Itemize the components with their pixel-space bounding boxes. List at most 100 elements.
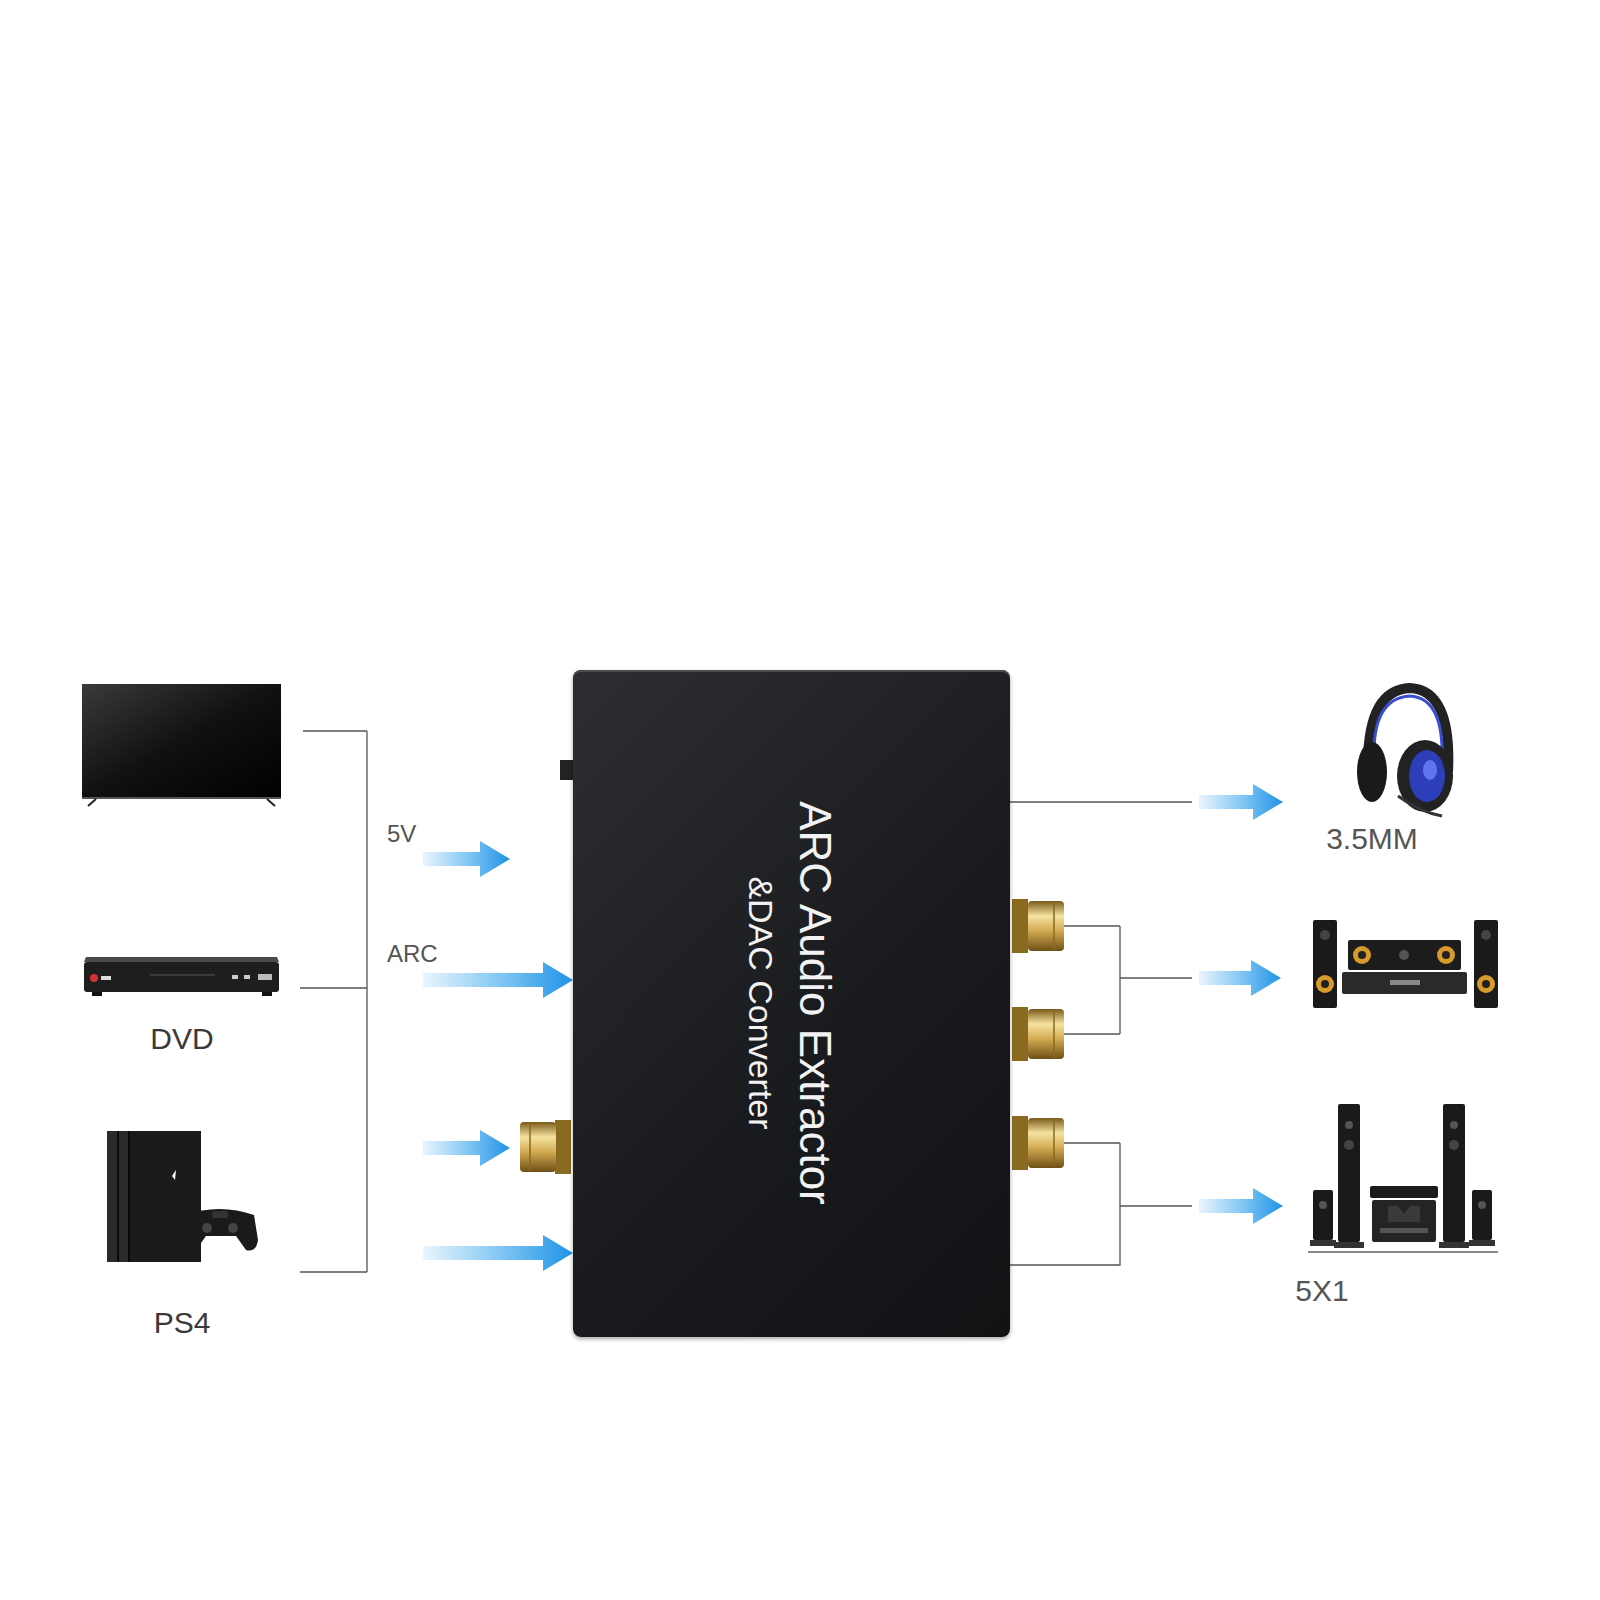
speaker-set-icon-part [1320, 930, 1330, 940]
dvd-player-icon-part [84, 962, 279, 992]
ps4-icon-part [117, 1131, 119, 1262]
output-arrow [1199, 960, 1281, 996]
device-title: ARC Audio Extractor [788, 801, 843, 1205]
jack-line [1064, 926, 1192, 1206]
surround-system-icon-part [1308, 1251, 1498, 1253]
rca-jack-right-part [1053, 902, 1055, 950]
headphones-icon [1357, 688, 1453, 816]
jack-line-part [1120, 977, 1192, 978]
bracket-line-part [366, 731, 367, 1272]
surround-system-icon [1308, 1104, 1498, 1252]
speaker-set-icon-part [1348, 940, 1461, 970]
headphones-icon-part [1409, 750, 1445, 802]
jack-line-part [1119, 926, 1120, 1034]
ps4-icon-part [107, 1131, 129, 1262]
dvd-player-icon-part [90, 974, 98, 982]
surround-system-icon-part [1469, 1240, 1495, 1246]
dvd-player-icon-part [258, 974, 272, 980]
flow-arrow [423, 1235, 573, 1271]
rca-jack-left [520, 1120, 571, 1174]
speaker-set-icon-part [1437, 946, 1455, 964]
signal-label: 5V [387, 820, 416, 849]
device-label: DVD [150, 1021, 213, 1057]
speaker-set-icon [1313, 920, 1498, 1008]
surround-system-icon-part [1380, 1228, 1428, 1233]
device-label: 5X1 [1295, 1273, 1348, 1309]
dvd-player-icon-part [244, 975, 250, 979]
dvd-player-icon-part [232, 975, 238, 979]
jack-line-part [1064, 1142, 1120, 1143]
flow-arrow [1199, 1188, 1283, 1224]
connector-line [300, 987, 367, 988]
output-arrow-part [1199, 960, 1281, 996]
input-arrow-part [423, 1130, 510, 1166]
signal-connector [1010, 1188, 1283, 1265]
surround-system-icon-part [1372, 1200, 1436, 1242]
jack-line-part [1119, 1143, 1120, 1206]
surround-system-icon-part [1443, 1104, 1465, 1242]
dvd-player-icon-part [262, 992, 272, 996]
surround-system-icon-part [1338, 1104, 1360, 1242]
speaker-set-icon-part [1442, 951, 1450, 959]
input-arrow-part [423, 841, 510, 877]
jack-line-part [1064, 1033, 1120, 1034]
signal-connector [300, 962, 573, 998]
bracket-line [303, 731, 367, 1272]
rca-jack-right-part [1053, 1119, 1055, 1167]
rca-jack-right-part [1012, 1116, 1028, 1170]
speaker-set-icon-part [1313, 920, 1337, 1008]
surround-system-icon-part [1439, 1242, 1469, 1248]
side-tab-part [560, 760, 574, 780]
flow-arrow [423, 962, 573, 998]
rca-jack-left-part [555, 1120, 571, 1174]
tv-icon-part [267, 799, 275, 806]
surround-system-icon-part [1313, 1190, 1333, 1240]
rca-jack-right-part [1028, 1118, 1064, 1168]
rca-jack-right-part [1028, 1009, 1064, 1059]
surround-system-icon-part [1472, 1190, 1492, 1240]
dvd-player-icon-part [101, 976, 111, 980]
connector-line [1010, 801, 1192, 802]
rca-jack-right [1012, 899, 1064, 1170]
rca-jack-right-part [1012, 1007, 1028, 1061]
dvd-player-icon [84, 957, 279, 996]
ps4-icon-part [182, 1209, 258, 1251]
rca-jack-left-part [529, 1123, 531, 1171]
speaker-set-icon-part [1316, 975, 1334, 993]
signal-connector [1010, 784, 1283, 820]
headphones-icon-part [1398, 796, 1442, 816]
ps4-icon-part [212, 1211, 228, 1218]
speaker-set-icon-part [1474, 920, 1498, 1008]
dvd-player-icon-part [92, 992, 102, 996]
flow-arrow [1199, 784, 1283, 820]
surround-system-icon-part [1345, 1121, 1353, 1129]
surround-system-icon-part [1334, 1242, 1364, 1248]
converter-box: ARC Audio Extractor&DAC Converter [573, 670, 1010, 1337]
surround-device: 5X1 [1283, 1095, 1508, 1315]
tv-icon-part [88, 799, 96, 806]
rca-jack-left-part [520, 1122, 556, 1172]
ps4-icon-part [172, 1170, 176, 1180]
ps4-icon [107, 1131, 258, 1262]
headphones-icon-part [1357, 742, 1387, 802]
jack-line-part [1064, 925, 1120, 926]
device-label: 3.5MM [1326, 821, 1418, 857]
headphones-device: 3.5MM [1283, 680, 1498, 860]
device-subtitle: &DAC Converter [739, 801, 782, 1205]
surround-system-icon-part [1344, 1140, 1354, 1150]
speaker-set-icon-part [1481, 930, 1491, 940]
signal-connector [300, 1235, 573, 1272]
input-arrow [423, 841, 510, 1166]
speaker-set-icon-part [1321, 980, 1329, 988]
rca-jack-right-part [1012, 899, 1028, 953]
rca-jack-right-part [1053, 1010, 1055, 1058]
tv-icon [82, 684, 281, 806]
speaker-set-icon-part [1482, 980, 1490, 988]
surround-system-icon-part [1478, 1201, 1486, 1209]
connector-line [300, 1271, 367, 1272]
rca-jack-right-part [1028, 901, 1064, 951]
side-tab [560, 760, 574, 780]
speaker-set-icon-part [1390, 980, 1420, 985]
surround-system-icon-part [1370, 1186, 1438, 1198]
